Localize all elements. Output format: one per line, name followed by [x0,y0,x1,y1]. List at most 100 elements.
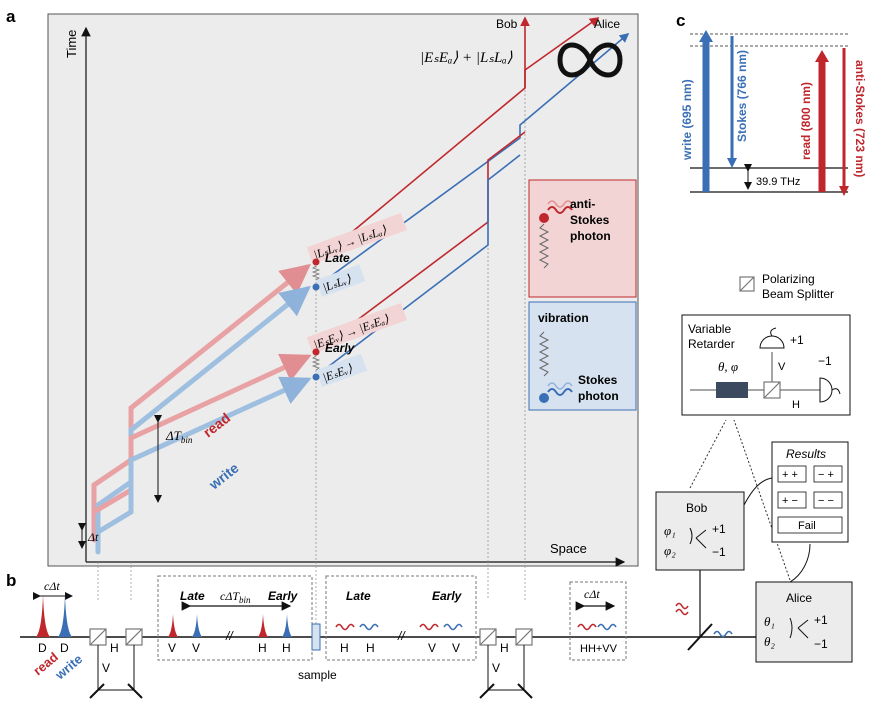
pulse-train-box [157,575,313,661]
panel-label-c: c [676,11,685,30]
result-cell-mp: − + [818,469,834,481]
molecule-early-icon [311,348,321,381]
b-pulse-pol-3: H [258,641,267,655]
retarder-label-2: Retarder [688,337,735,351]
alice-box-title: Alice [786,591,812,605]
retarder-label-1: Variable [688,322,731,336]
b-photon-pol-1: H [340,641,349,655]
pulse-train-icons: // [168,614,292,643]
frequency-label: 39.9 THz [756,176,800,188]
b-c-delta-t2: cΔt [584,587,600,601]
bob-phi1: φ₁ [664,523,676,538]
photon-train-icons [335,623,463,631]
result-cell-fail: Fail [798,520,816,532]
result-cell-pm: + − [782,495,798,507]
b-pulse-pol-4: H [282,641,291,655]
alice-plus: +1 [814,613,828,627]
vibration-label: vibration [538,311,589,325]
b-c-delta-t-bin: cΔTbin [220,589,251,605]
anti-stokes-box [528,179,637,298]
stokes-wavelength: Stokes (766 nm) [735,50,749,142]
stokes-text-2: photon [578,389,619,403]
detector-minus-icon [819,377,841,403]
panel-label-a: a [6,7,16,26]
alice-minus: −1 [814,637,828,651]
pbs-legend-line2: Beam Splitter [762,287,834,301]
alice-theta1: θ₁ [764,614,775,629]
alice-theta2: θ₂ [764,634,775,649]
b-hh-vv: HH+VV [580,643,618,655]
alice-label: Alice [594,17,620,31]
delta-t-label: Δt [87,530,99,544]
output-photon-icons [577,623,617,631]
pbs-legend-icon [739,276,755,292]
read-arrowhead [815,50,829,62]
detector-plus-icon [759,327,785,349]
b-d2: D [60,641,69,655]
bob-branch-icon [689,527,707,549]
molecule-late-icon [311,258,321,291]
sample-icon [311,623,321,651]
b-photon-pol-3: V [428,641,436,655]
b-v1: V [102,661,110,675]
bob-minus: −1 [712,545,726,559]
result-cell-pp: + + [782,469,798,481]
retarder-minus: −1 [818,354,832,368]
bob-results-link [743,477,773,506]
bob-plus: +1 [712,522,726,536]
b-c-delta-t: cΔt [44,579,60,593]
photon-train-break: // [397,629,406,643]
b-pulse-pol-2: V [192,641,200,655]
entangled-state: |EₛEₐ⟩ + |LₛLₐ⟩ [420,50,513,66]
space-axis-label: Space [550,541,587,556]
stokes-text-1: Stokes [578,373,618,387]
retarder-h: H [792,399,800,411]
anti-stokes-arrowhead [839,186,849,196]
stokes-photon-icon [538,331,573,403]
b-late: Late [180,589,205,603]
retarder-connectors [689,419,791,581]
interferometer-1 [89,628,143,699]
alice-results-link [789,543,811,583]
write-arrowhead [699,30,713,42]
photon-train-box [325,575,477,661]
b-pulse-pol-1: V [168,641,176,655]
panel-label-b: b [6,571,16,590]
b-early2: Early [432,589,463,603]
anti-stokes-text-2: Stokes [570,213,610,227]
svg-text://: // [225,629,234,643]
output-box [569,581,627,661]
delta-t-bin-label: ΔTbin [165,428,193,445]
early-label: Early [325,341,356,355]
b-h1: H [110,641,119,655]
anti-stokes-text-1: anti- [570,197,595,211]
b-d1: D [38,641,47,655]
retarder-plate [716,382,748,398]
read-pulse-icon [36,594,50,637]
bob-box [655,491,745,571]
b-early: Early [268,589,299,603]
anti-stokes-wavelength: anti-Stokes (723 nm) [853,60,867,177]
retarder-pbs-icon [763,381,781,399]
bob-box-title: Bob [686,501,708,515]
read-wavelength: read (800 nm) [799,82,813,160]
b-v2: V [492,661,500,675]
mirror-splitter [687,623,713,651]
anti-stokes-text-3: photon [570,229,611,243]
retarder-plus: +1 [790,333,804,347]
bob-label: Bob [496,17,518,31]
b-late2: Late [346,589,371,603]
pbs-legend-line1: Polarizing [762,272,815,286]
interferometer-2 [479,628,533,699]
infinity-icon [557,42,623,78]
write-pulse-icon [58,594,72,637]
stokes-box [528,301,637,411]
bob-phi2: φ₂ [664,543,676,558]
results-grid: + + − + + − − − Fail [777,465,843,534]
b-h2: H [500,641,509,655]
retarder-v: V [778,361,786,373]
b-photon-pol-4: V [452,641,460,655]
split-photon-icons [675,602,733,638]
retarder-params: θ, φ [718,359,738,374]
